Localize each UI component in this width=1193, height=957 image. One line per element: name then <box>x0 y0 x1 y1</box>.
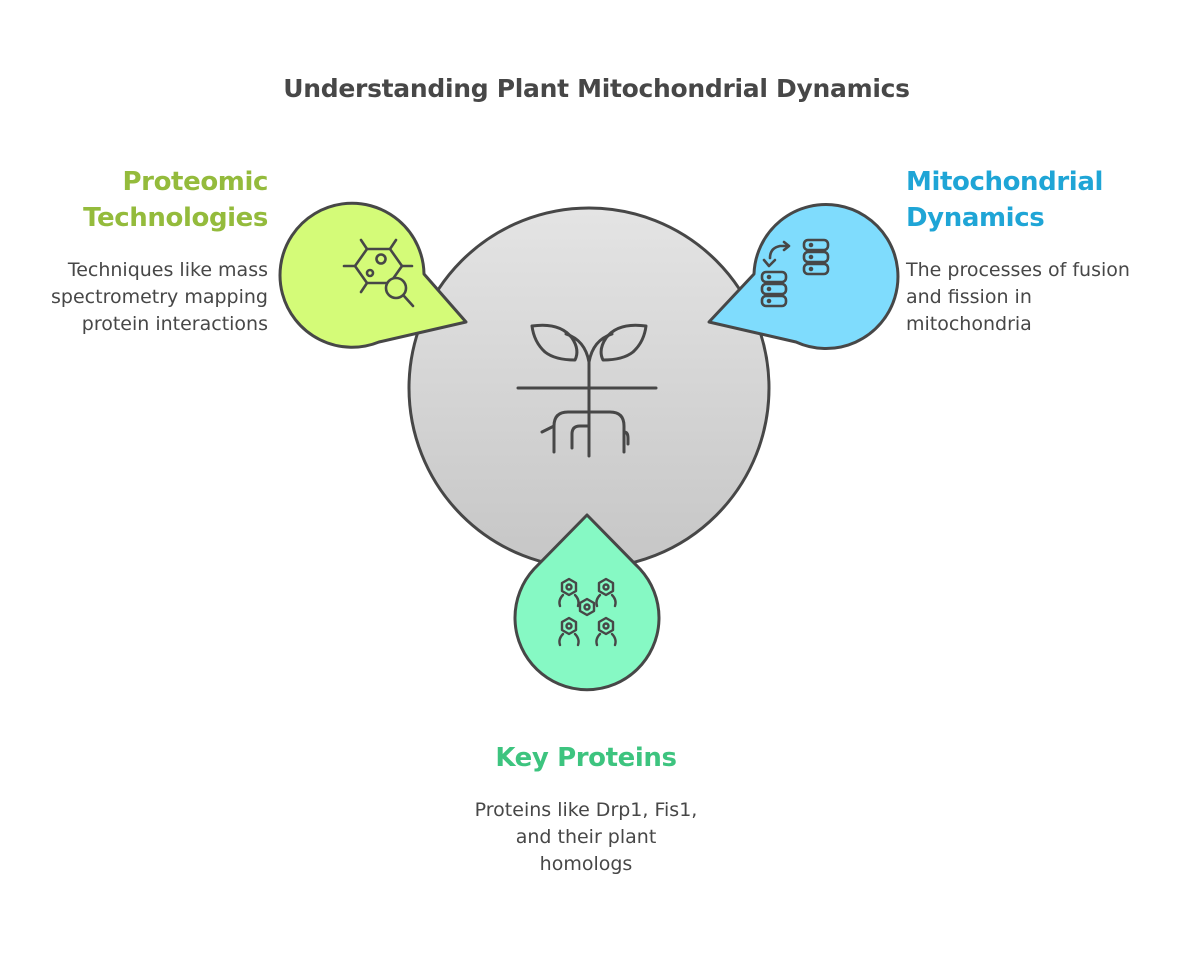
proteomic-technologies-heading: Proteomic Technologies <box>83 167 268 233</box>
mitochondrial-dynamics-heading: Mitochondrial Dynamics <box>906 167 1103 233</box>
molecule-magnifier-icon <box>342 238 415 308</box>
key-proteins-node <box>513 513 661 692</box>
mitochondrial-dynamics-node <box>707 203 900 350</box>
key-proteins-heading: Key Proteins <box>495 743 677 773</box>
data-transfer-icon <box>760 238 830 308</box>
protein-network-icon <box>558 577 617 647</box>
proteomic-technologies-description: Techniques like mass spectrometry mappin… <box>51 259 268 335</box>
key-proteins-description: Proteins like Drp1, Fis1, and their plan… <box>474 799 698 875</box>
plant-sprout-icon <box>516 323 658 458</box>
mitochondrial-dynamics-description: The processes of fusion and fission in m… <box>906 259 1130 335</box>
diagram-title: Understanding Plant Mitochondrial Dynami… <box>283 74 910 103</box>
